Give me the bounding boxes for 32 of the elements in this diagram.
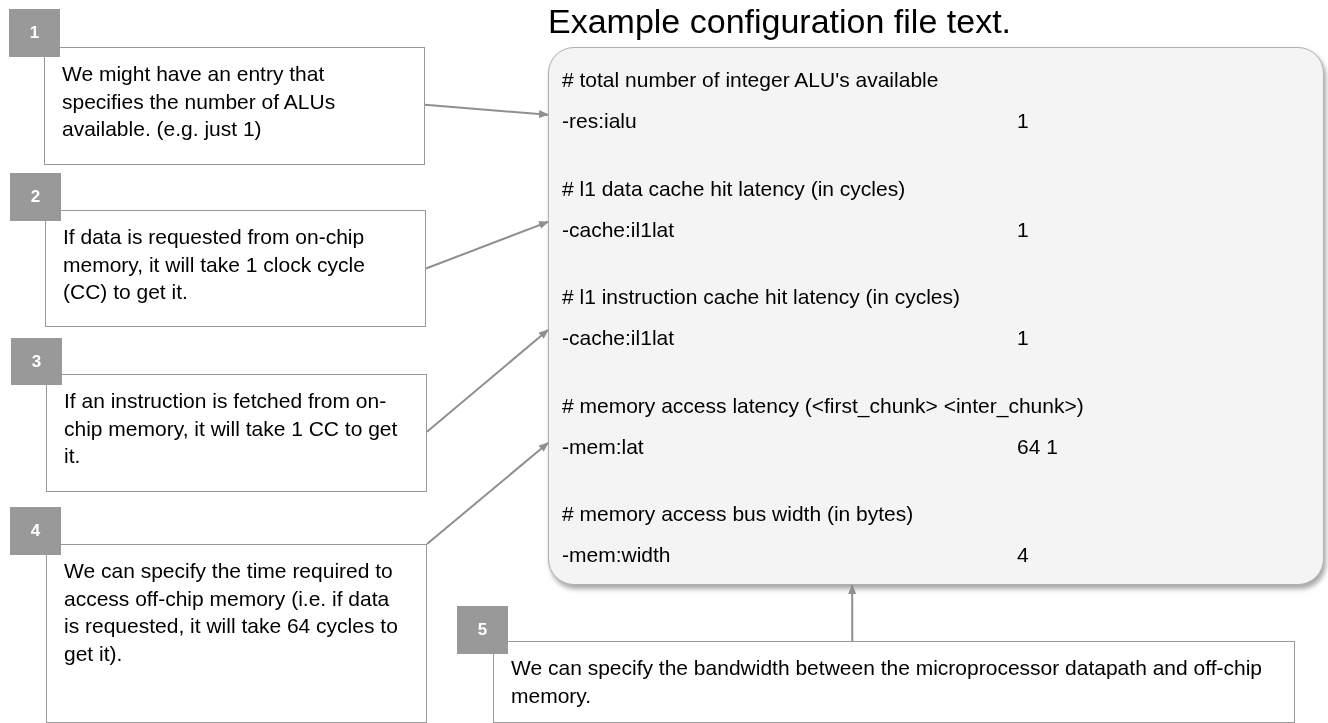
config-value: 64 1 — [1017, 434, 1058, 459]
config-comment: # l1 data cache hit latency (in cycles) — [562, 176, 906, 201]
config-value: 4 — [1017, 543, 1029, 567]
arrow — [426, 441, 549, 545]
callout-number: 5 — [457, 606, 508, 654]
arrow — [426, 329, 549, 433]
config-key: -mem:lat — [562, 434, 644, 459]
callout-box: If an instruction is fetched from on-chip memory, it will take 1 CC to get it. — [46, 374, 427, 492]
arrow — [848, 584, 857, 642]
title: Example configuration file text. — [548, 2, 1012, 41]
callout-number: 4 — [10, 507, 61, 555]
config-comment: # memory access bus width (in bytes) — [562, 502, 914, 526]
config-comment: # total number of integer ALU's available — [562, 68, 939, 92]
callout-number: 3 — [11, 338, 62, 385]
callout-box: We can specify the bandwidth between the microprocessor datapath and off-chip memory. — [493, 641, 1295, 723]
config-panel — [548, 47, 1324, 585]
config-key: -mem:width — [562, 543, 671, 567]
config-key: -cache:il1lat — [562, 326, 675, 350]
callout-box: If data is requested from on-chip memory, it will take 1 clock cycle (CC) to get it. — [45, 210, 426, 327]
arrow — [425, 220, 549, 270]
config-value: 1 — [1017, 217, 1029, 242]
arrow — [424, 103, 549, 119]
config-key: -cache:il1lat — [562, 217, 675, 242]
config-value: 1 — [1017, 326, 1029, 350]
config-key: -res:ialu — [562, 109, 637, 133]
config-comment: # l1 instruction cache hit latency (in cycles) — [562, 285, 960, 309]
callout-box: We might have an entry that specifies the number of ALUs available. (e.g. just 1) — [44, 47, 425, 165]
callout-box: We can specify the time required to access off-chip memory (i.e. if data is requested, it will take 64 cycles to get it). — [46, 544, 427, 723]
callout-number: 1 — [9, 9, 60, 57]
config-value: 1 — [1017, 109, 1029, 133]
callout-number: 2 — [10, 173, 61, 221]
config-comment: # memory access latency (<first_chunk> <inter_chunk>) — [562, 393, 1084, 418]
